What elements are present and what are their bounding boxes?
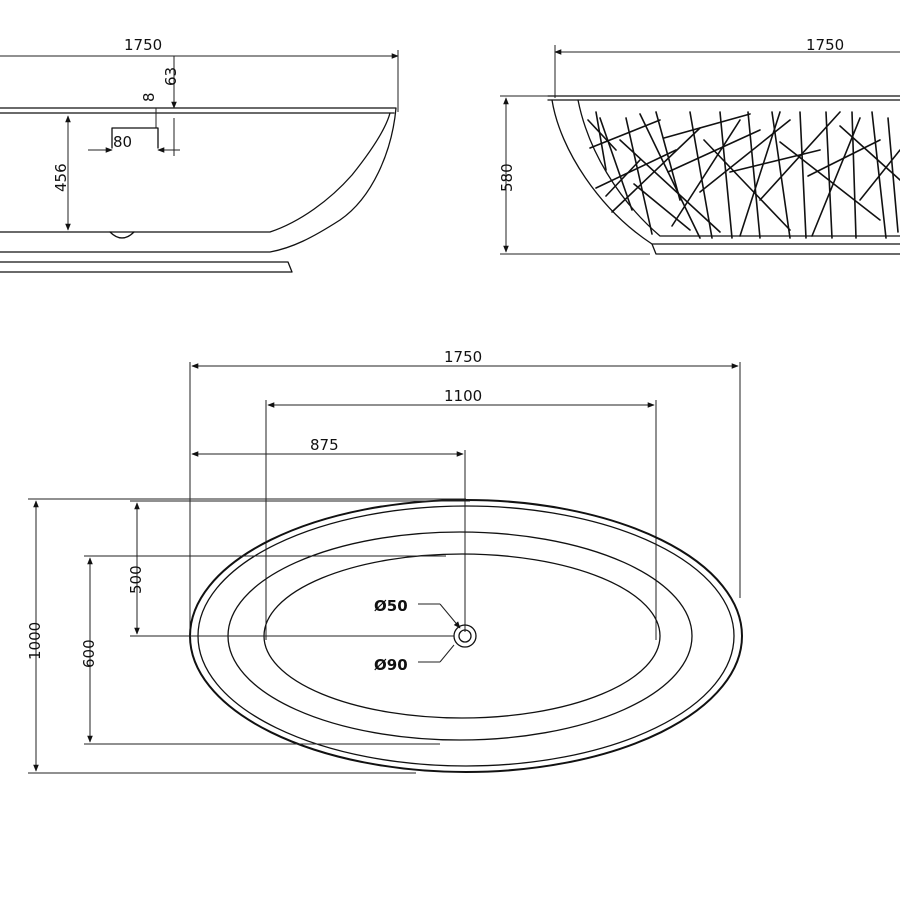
end-elevation-view: 1750 580 — [498, 36, 900, 255]
total-height-label: 580 — [498, 163, 516, 192]
inner-length-label: 1100 — [444, 387, 482, 405]
drain-inner-circle — [458, 629, 472, 643]
drain-waste-label: Ø90 — [374, 656, 408, 674]
drain-outlet-label: Ø50 — [374, 597, 408, 615]
plan-view: 1750 1100 875 Ø50 Ø90 500 — [26, 348, 743, 774]
end-length-label: 1750 — [806, 36, 844, 54]
inner-width-label: 600 — [80, 639, 98, 668]
side-length-label: 1750 — [124, 36, 162, 54]
side-elevation-view: 1750 63 8 80 456 — [0, 36, 399, 273]
half-width-label: 500 — [127, 565, 145, 594]
overflow-width-label: 80 — [113, 133, 132, 151]
drain-offset-label: 875 — [310, 436, 339, 454]
rim-top-label: 63 — [162, 67, 180, 86]
plan-length-label: 1750 — [444, 348, 482, 366]
decorative-lattice-pattern — [587, 111, 900, 239]
total-width-label: 1000 — [26, 622, 44, 660]
inner-depth-label: 456 — [52, 163, 70, 192]
rim-thickness-label: 8 — [140, 92, 158, 102]
